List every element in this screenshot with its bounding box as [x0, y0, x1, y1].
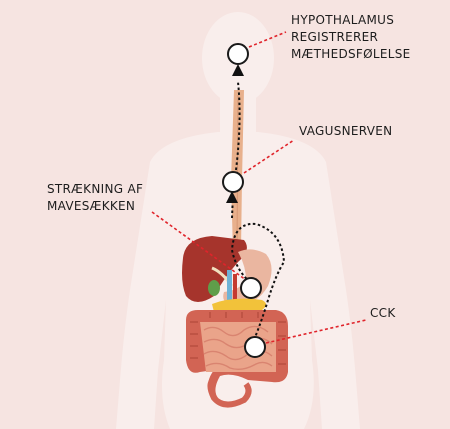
marker-vagus: [222, 171, 244, 193]
label-vagus-text: VAGUSNERVEN: [299, 124, 393, 138]
marker-cck: [244, 336, 266, 358]
pancreas: [212, 298, 266, 313]
label-cck: CCK: [370, 305, 396, 322]
leader-hypothalamus: [248, 31, 287, 48]
arrowhead-hypothalamus: [232, 64, 244, 76]
label-stretch-line-1: STRÆKNING AF: [47, 182, 144, 196]
label-stretch: STRÆKNING AF MAVESÆKKEN: [47, 181, 143, 215]
arrowhead-vagus: [226, 191, 238, 203]
gallbladder: [208, 280, 220, 296]
sigmoid: [207, 375, 252, 408]
vein: [227, 270, 232, 308]
label-hypothalamus-line-2: REGISTRERER: [291, 30, 379, 44]
artery: [233, 274, 237, 308]
esophagus-highlight: [236, 94, 239, 249]
label-hypothalamus-line-3: MÆTHEDSFØLELSE: [291, 47, 411, 61]
signal-segment-upper: [235, 81, 241, 171]
label-hypothalamus: HYPOTHALAMUS REGISTRERER MÆTHEDSFØLELSE: [291, 12, 411, 63]
markers: [222, 43, 266, 358]
marker-hypothalamus: [227, 43, 249, 65]
leader-stretch: [151, 211, 247, 281]
leader-lines: [151, 31, 367, 344]
marker-stomach: [240, 277, 262, 299]
label-stretch-line-2: MAVESÆKKEN: [47, 199, 136, 213]
colon-segments: [190, 312, 286, 365]
leader-cck: [265, 319, 367, 344]
label-cck-text: CCK: [370, 306, 396, 320]
leader-vagus: [243, 139, 295, 174]
body-silhouette: [116, 12, 360, 429]
label-hypothalamus-line-1: HYPOTHALAMUS: [291, 13, 395, 27]
label-vagus: VAGUSNERVEN: [299, 123, 392, 140]
